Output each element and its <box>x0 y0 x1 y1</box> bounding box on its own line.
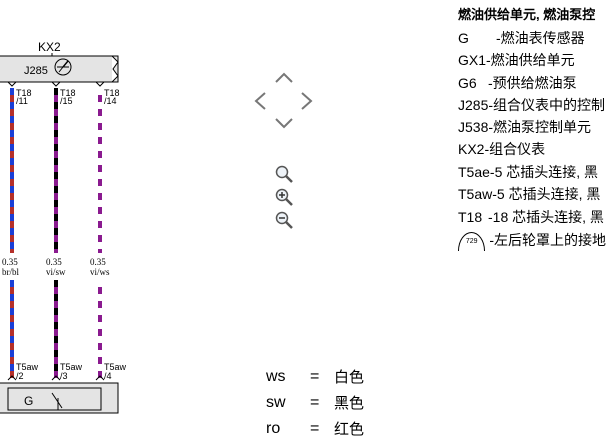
legend-code: T18 <box>458 208 483 225</box>
color-eq: = <box>310 419 320 437</box>
legend-code: KX2 <box>458 141 485 157</box>
color-eq: = <box>310 367 320 385</box>
connector-top-2: T18 /15 <box>60 88 76 106</box>
legend-text: -5 芯插头连接, 黑 <box>492 186 601 202</box>
legend-item: J538 -燃油泵控制单元 <box>458 116 606 138</box>
connector-top-3-name: T18 <box>104 88 120 98</box>
color-code-row: ro = 红色 <box>266 418 364 439</box>
connector-top-2-pin: /15 <box>60 96 73 106</box>
legend-code: G6 <box>458 74 477 91</box>
wire-3-color: vi/ws <box>90 267 110 277</box>
connector-bottom-1: T5aw /2 <box>16 362 39 381</box>
wire-1-color: br/bl <box>2 267 19 277</box>
legend-title: 燃油供给单元, 燃油泵控 <box>458 7 596 22</box>
legend-code: T5ae <box>458 163 490 180</box>
legend-item: G -燃油表传感器 <box>458 27 606 49</box>
legend-text: -组合仪表 <box>484 141 546 157</box>
connector-bottom-2-pin: /3 <box>60 371 68 381</box>
zoom-in-button[interactable] <box>274 187 296 207</box>
zoom-out-button[interactable] <box>274 210 296 230</box>
legend-item: GX1 -燃油供给单元 <box>458 49 606 71</box>
connector-bottom-2-name: T5aw <box>60 362 83 372</box>
pan-left-button[interactable] <box>252 89 268 113</box>
connector-bottom-3-arrow <box>95 375 105 381</box>
gauge-symbol-icon <box>54 58 72 76</box>
connector-bottom-3-pin: /4 <box>104 371 112 381</box>
ground-point-icon: 729 <box>458 231 486 251</box>
legend-item: T5ae -5 芯插头连接, 黑 <box>458 160 606 183</box>
connector-top-3: T18 /14 <box>104 88 120 106</box>
legend-code: GX1 <box>458 52 487 68</box>
wires <box>7 81 105 381</box>
wire-label-2: 0.35 vi/sw <box>46 257 66 277</box>
connector-bottom-3-name: T5aw <box>104 362 127 372</box>
legend-text: -5 芯插头连接, 黑 <box>489 163 599 180</box>
color-name: 黑色 <box>334 395 365 412</box>
legend-item: KX2 -组合仪表 <box>458 138 606 160</box>
legend-text: -18 芯插头连接, 黑 <box>488 208 604 225</box>
wire-label-1: 0.35 br/bl <box>2 257 19 277</box>
kx2-label-group: KX2 <box>38 40 61 56</box>
legend-code: J285 <box>458 97 489 113</box>
color-eq: = <box>310 393 320 411</box>
legend-text: -左后轮罩上的接地 <box>489 232 606 248</box>
legend-item: T18 -18 芯插头连接, 黑 <box>458 205 606 228</box>
zoom-in-icon <box>275 188 293 206</box>
connector-bottom-1-name: T5aw <box>16 362 39 372</box>
legend-text: -组合仪表中的控制 <box>488 97 606 113</box>
j285-label: J285 <box>24 65 48 77</box>
legend-panel: 燃油供给单元, 燃油泵控 G -燃油表传感器 GX1 -燃油供给单元 G6 -预… <box>458 4 606 252</box>
wire-2-color: vi/sw <box>46 267 66 277</box>
connector-top-1: T18 /11 <box>16 88 32 106</box>
connector-top-1-pin: /11 <box>16 96 28 106</box>
legend-text: -燃油泵控制单元 <box>488 119 592 135</box>
chevron-down-icon <box>275 118 293 129</box>
wire-label-3: 0.35 vi/ws <box>90 257 110 277</box>
magnifier-icon <box>275 165 293 183</box>
legend-code: J538 <box>458 119 489 135</box>
legend-item: J285 -组合仪表中的控制 <box>458 94 606 116</box>
color-code-row: ws = 白色 <box>266 366 364 387</box>
component-g <box>0 382 119 414</box>
connector-bottom-1-arrow <box>7 375 17 381</box>
color-code: ws <box>266 367 286 385</box>
color-code-row: sw = 黑色 <box>266 392 364 413</box>
pan-up-button[interactable] <box>272 70 296 84</box>
connector-top-3-pin: /14 <box>104 96 117 106</box>
legend-text: -燃油供给单元 <box>486 52 575 68</box>
connector-top-3-arrow <box>95 81 105 87</box>
zoom-out-icon <box>275 211 293 229</box>
pan-down-button[interactable] <box>272 117 296 131</box>
color-name: 白色 <box>334 369 365 386</box>
connector-bottom-3: T5aw /4 <box>104 362 127 381</box>
connector-top-1-arrow <box>7 81 17 87</box>
g-label: G <box>24 394 33 408</box>
legend-code: T5aw <box>458 186 493 202</box>
connector-bottom-2: T5aw /3 <box>60 362 83 381</box>
zoom-reset-button[interactable] <box>274 164 296 184</box>
connector-top-1-name: T18 <box>16 88 32 98</box>
chevron-right-icon <box>301 92 313 110</box>
chevron-left-icon <box>254 92 266 110</box>
connector-bottom-2-arrow <box>51 375 61 381</box>
color-code: sw <box>266 393 286 411</box>
legend-ground-item: 729 -左后轮罩上的接地 <box>458 228 606 252</box>
wire-1-gauge: 0.35 <box>2 257 18 267</box>
connector-top-2-arrow <box>51 81 61 87</box>
connector-top-2-name: T18 <box>60 88 76 98</box>
kx2-label: KX2 <box>38 40 61 54</box>
legend-code: G <box>458 30 469 46</box>
legend-item: G6 -预供给燃油泵 <box>458 71 606 94</box>
color-name: 红色 <box>334 421 365 438</box>
color-code: ro <box>266 419 281 437</box>
legend-text: -燃油表传感器 <box>496 30 585 46</box>
legend-item: T5aw -5 芯插头连接, 黑 <box>458 183 606 205</box>
pan-right-button[interactable] <box>299 89 315 113</box>
wire-3-gauge: 0.35 <box>90 257 106 267</box>
legend-text: -预供给燃油泵 <box>488 74 577 91</box>
wire-2-gauge: 0.35 <box>46 257 62 267</box>
connector-bottom-1-pin: /2 <box>16 371 24 381</box>
chevron-up-icon <box>275 72 293 83</box>
